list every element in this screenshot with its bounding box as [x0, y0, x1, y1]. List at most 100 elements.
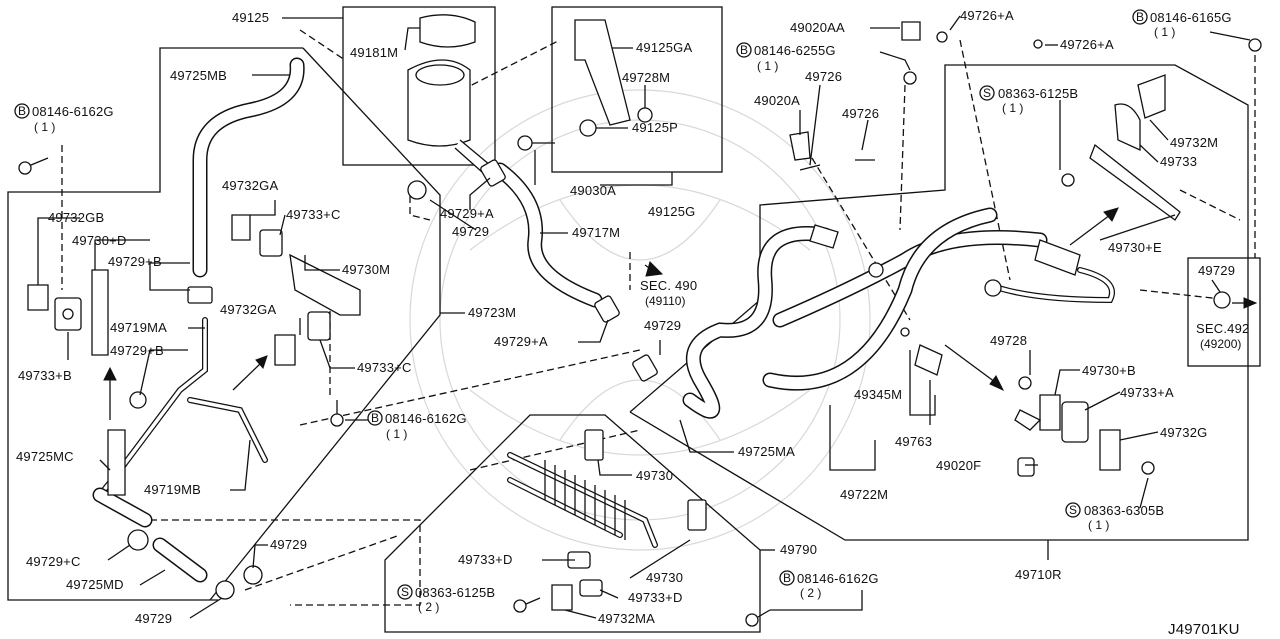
label-49730m: 49730M: [342, 262, 390, 277]
label-49730-b: 49730: [646, 570, 683, 585]
label-49723m: 49723M: [468, 305, 516, 320]
screw-marker-icon: [1065, 502, 1081, 518]
label-49728: 49728: [990, 333, 1027, 348]
left-hose-assembly: [27, 57, 361, 600]
label-49719ma: 49719MA: [110, 320, 167, 335]
label-49020aa: 49020AA: [790, 20, 845, 35]
qty-screw-top: ( 1 ): [1002, 101, 1023, 115]
screw-marker-letter: S: [983, 86, 991, 100]
label-49733c-b: 49733+C: [357, 360, 412, 375]
bolt-marker-icon: [779, 570, 795, 586]
label-08363-6305b: 08363-6305B: [1084, 503, 1164, 518]
label-08363-6125b-top: 08363-6125B: [998, 86, 1078, 101]
screw-marker-letter: S: [401, 585, 409, 599]
label-49729c: 49729+C: [26, 554, 81, 569]
label-49729-bottom-left: 49729: [135, 611, 172, 626]
label-49125ga: 49125GA: [636, 40, 692, 55]
label-49733d-b: 49733+D: [628, 590, 683, 605]
label-sec-490: SEC. 490: [640, 278, 697, 293]
label-49020a: 49020A: [754, 93, 800, 108]
label-08146-6165g: 08146-6165G: [1150, 10, 1232, 25]
label-49730b: 49730+B: [1082, 363, 1136, 378]
label-49763: 49763: [895, 434, 932, 449]
screw-marker-letter: S: [1069, 503, 1077, 517]
qty-mid: ( 1 ): [386, 427, 407, 441]
cooler-fins: [544, 460, 626, 540]
left-bolt-icon: [18, 157, 49, 175]
label-49725ma: 49725MA: [738, 444, 795, 459]
bolt-marker-icon: [14, 103, 30, 119]
bolt-marker-letter: B: [1136, 10, 1144, 24]
label-49125: 49125: [232, 10, 269, 25]
reservoir-tank: [407, 14, 492, 200]
label-49725mc: 49725MC: [16, 449, 74, 464]
leader-lines: [37, 15, 1251, 619]
bolt-marker-letter: B: [371, 411, 379, 425]
qty-top-right: ( 1 ): [1154, 25, 1175, 39]
bracket-parts: [517, 19, 653, 151]
high-pressure-hoses: [682, 207, 1115, 419]
label-49729a-b: 49729+A: [494, 334, 548, 349]
screw-marker-icon: [397, 584, 413, 600]
label-08146-6162g-bottom: 08146-6162G: [797, 571, 879, 586]
bolt-marker-icon: [1132, 9, 1148, 25]
label-49729-mid: 49729: [644, 318, 681, 333]
label-49722m: 49722M: [840, 487, 888, 502]
label-49125p: 49125P: [632, 120, 678, 135]
qty-6305: ( 1 ): [1088, 518, 1109, 532]
label-08146-6255g: 08146-6255G: [754, 43, 836, 58]
label-49726-b: 49726: [842, 106, 879, 121]
label-49732m: 49732M: [1170, 135, 1218, 150]
diagram-code: J49701KU: [1168, 621, 1240, 638]
label-08146-6162g-top: 08146-6162G: [32, 104, 114, 119]
bottom-bolt-icon: [513, 597, 771, 627]
qty-bottom: ( 2 ): [800, 586, 821, 600]
label-49726a-a: 49726+A: [960, 8, 1014, 23]
label-sec-492: SEC.492: [1196, 321, 1249, 336]
mid-bolt-icon: [330, 400, 344, 427]
bolt-marker-icon: [367, 410, 383, 426]
label-49729-bottom-2: 49729: [270, 537, 307, 552]
label-49729a-a: 49729+A: [440, 206, 494, 221]
label-49125g: 49125G: [648, 204, 695, 219]
label-49732g: 49732G: [1160, 425, 1207, 440]
label-49728m: 49728M: [622, 70, 670, 85]
label-49733a: 49733+A: [1120, 385, 1174, 400]
label-sec-490-sub: (49110): [645, 294, 685, 308]
label-49726a-b: 49726+A: [1060, 37, 1114, 52]
label-49732ma: 49732MA: [598, 611, 655, 626]
label-49710r: 49710R: [1015, 567, 1062, 582]
right-lower-parts: [1014, 376, 1155, 477]
label-49730d: 49730+D: [72, 233, 127, 248]
label-49729-top: 49729: [452, 224, 489, 239]
label-49790: 49790: [780, 542, 817, 557]
label-49733d-a: 49733+D: [458, 552, 513, 567]
label-49717m: 49717M: [572, 225, 620, 240]
bolt-marker-icon: [736, 42, 752, 58]
label-49726-a: 49726: [805, 69, 842, 84]
label-49729-right: 49729: [1198, 263, 1235, 278]
qty-6255: ( 1 ): [757, 59, 778, 73]
oil-cooler: [507, 429, 707, 611]
label-49725md: 49725MD: [66, 577, 124, 592]
label-49345m: 49345M: [854, 387, 902, 402]
bolt-marker-letter: B: [740, 43, 748, 57]
bolt-marker-letter: B: [18, 104, 26, 118]
label-49719mb: 49719MB: [144, 482, 201, 497]
screw-marker-icon: [979, 85, 995, 101]
label-49733c-a: 49733+C: [286, 207, 341, 222]
qty-screw-bottom: ( 2 ): [418, 600, 439, 614]
label-49730: 49730: [636, 468, 673, 483]
label-49732gb: 49732GB: [48, 210, 104, 225]
label-49030a: 49030A: [570, 183, 616, 198]
label-49181m: 49181M: [350, 45, 398, 60]
label-49733b: 49733+B: [18, 368, 72, 383]
label-49733: 49733: [1160, 154, 1197, 169]
outline-lines: [7, 6, 1261, 633]
supply-hose: [480, 159, 658, 382]
label-49732ga-b: 49732GA: [220, 302, 276, 317]
bolt-marker-letter: B: [783, 571, 791, 585]
flow-arrows: [103, 207, 1258, 420]
part-labels: 49125 49181M 49725MB B 08146-6162G ( 1 )…: [14, 8, 1249, 638]
